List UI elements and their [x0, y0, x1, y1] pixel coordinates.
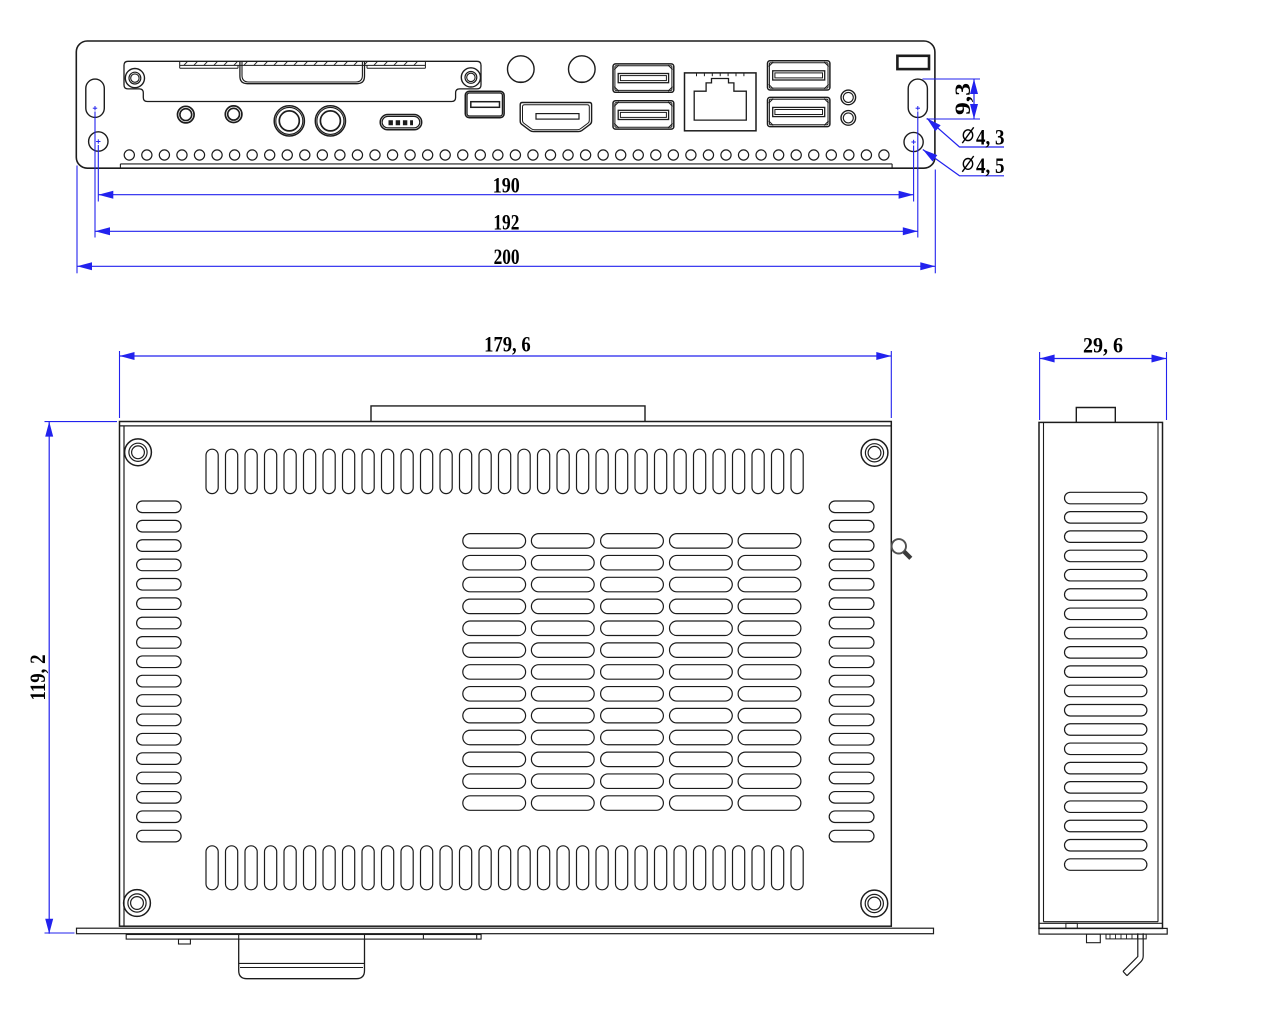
svg-text:190: 190 — [493, 172, 520, 197]
svg-text:9,3: 9,3 — [950, 83, 975, 115]
svg-text:119, 2: 119, 2 — [25, 655, 50, 701]
svg-text:200: 200 — [494, 244, 520, 269]
svg-text:4, 5: 4, 5 — [976, 153, 1005, 178]
svg-text:29, 6: 29, 6 — [1083, 333, 1123, 358]
svg-text:179, 6: 179, 6 — [484, 331, 531, 356]
svg-text:4, 3: 4, 3 — [976, 124, 1005, 149]
svg-text:192: 192 — [493, 209, 519, 234]
